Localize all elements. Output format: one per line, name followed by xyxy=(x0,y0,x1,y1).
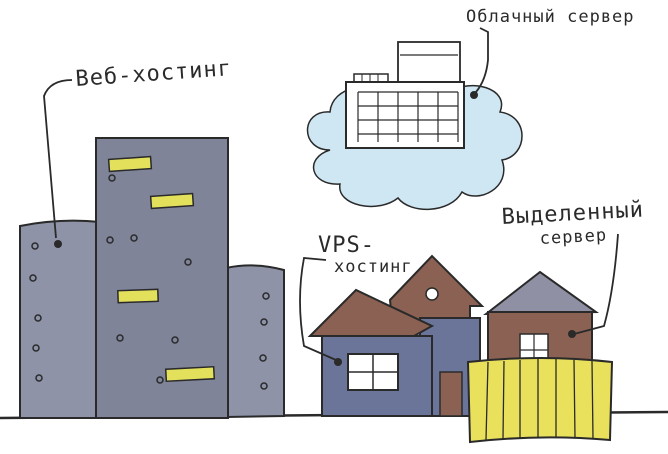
lit-windows xyxy=(107,155,216,383)
fence-boards xyxy=(485,359,594,441)
label-cloud-server: Облачный сервер xyxy=(466,7,635,27)
round-windows-left xyxy=(29,242,43,382)
dedicated-roof xyxy=(483,270,600,316)
round-windows-center xyxy=(106,174,192,384)
label-dedicated-line2: сервер xyxy=(539,225,607,249)
pointer-cloud-server xyxy=(475,27,489,93)
lit-window xyxy=(107,155,153,173)
pointer-dot xyxy=(568,330,576,338)
lit-window xyxy=(164,365,216,383)
lit-window xyxy=(117,288,159,304)
pointer-vps xyxy=(299,257,337,361)
fence xyxy=(466,357,614,444)
label-dedicated-line1: Выделенный xyxy=(501,198,645,230)
pointer-dedicated xyxy=(573,233,619,335)
dedicated-house xyxy=(466,270,614,444)
vps-door xyxy=(439,371,463,417)
cloud-server xyxy=(306,41,523,210)
lit-window xyxy=(149,192,195,210)
vps-houses xyxy=(307,254,485,417)
pointer-dot xyxy=(470,91,478,99)
web-hosting-buildings xyxy=(19,137,285,419)
round-attic-window xyxy=(425,287,439,301)
building-right xyxy=(225,264,285,419)
server-back xyxy=(397,41,461,83)
label-web-hosting: Веб-хостинг xyxy=(75,56,233,92)
server-grid xyxy=(357,91,459,142)
label-vps-line1: VPS- xyxy=(318,233,375,258)
round-windows-right xyxy=(259,292,270,390)
building-left xyxy=(19,219,101,419)
pointer-web-hosting xyxy=(43,79,73,239)
pointer-dot xyxy=(54,240,62,248)
label-vps-line2: хостинг xyxy=(334,257,413,277)
server-main xyxy=(345,81,465,149)
pointer-dot xyxy=(334,358,342,366)
